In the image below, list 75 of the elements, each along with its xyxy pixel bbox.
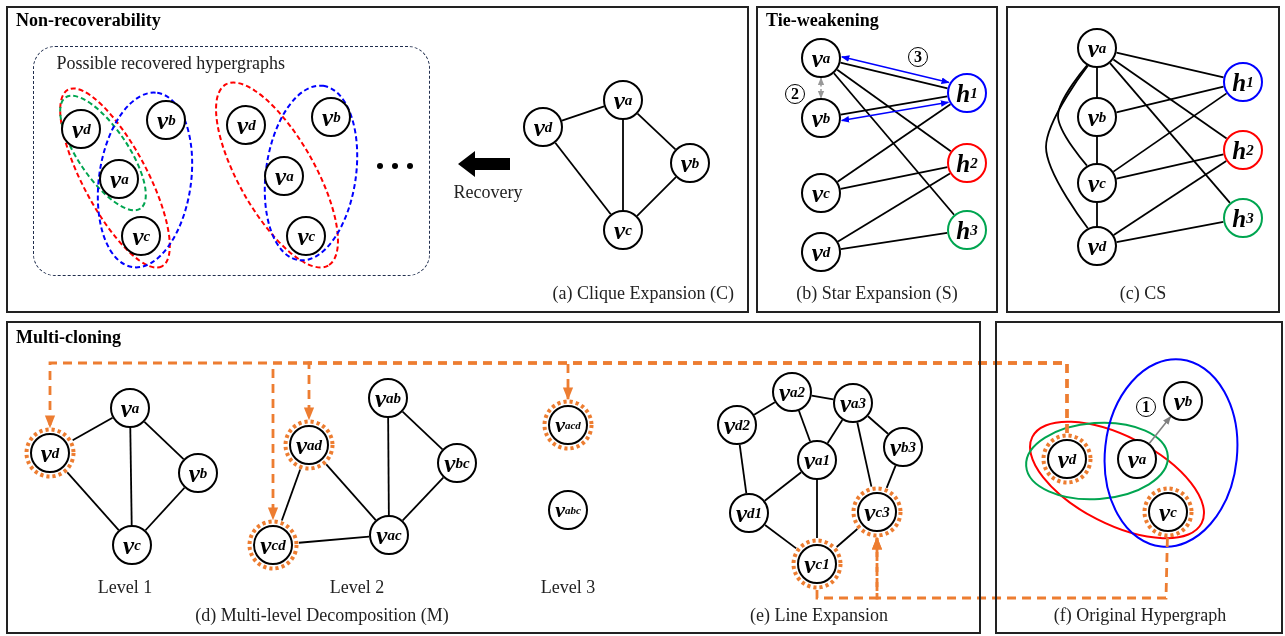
connector-line <box>836 103 952 183</box>
connector-line <box>1109 62 1231 204</box>
panel-caption: (f) Original Hypergraph <box>1053 606 1227 626</box>
arrow <box>840 100 950 123</box>
panel <box>1006 6 1280 313</box>
panel-caption: (a) Clique Expansion (C) <box>552 284 734 304</box>
group-title: Possible recovered hypergraphs <box>56 54 285 75</box>
connector-line <box>856 421 873 488</box>
arrow <box>1148 415 1172 445</box>
connector-line <box>66 471 120 531</box>
connector-line <box>764 524 798 550</box>
panel-caption: (b) Star Expansion (S) <box>796 284 958 304</box>
connector-line <box>1115 220 1225 244</box>
connector-line <box>144 486 186 532</box>
connector-line <box>298 535 370 544</box>
connector-line <box>561 105 605 122</box>
arrow <box>562 361 1069 433</box>
connector-line <box>1096 202 1098 227</box>
connector-line <box>401 476 445 522</box>
panel-caption: (c) CS <box>1119 284 1167 304</box>
text-label: Level 1 <box>97 578 153 598</box>
connector-line <box>325 463 377 521</box>
connector-line <box>836 68 952 153</box>
connector-line <box>1096 67 1098 98</box>
connector-line <box>816 479 818 539</box>
connector-line <box>826 419 844 444</box>
connector-line <box>1045 64 1089 230</box>
connector-line <box>839 95 949 116</box>
connector-line <box>71 416 114 442</box>
connector-line <box>387 417 390 516</box>
connector-line <box>554 141 612 216</box>
connector-line <box>867 415 889 435</box>
connector-line <box>1112 58 1228 140</box>
arrow <box>815 536 883 600</box>
panel-title: Non-recoverability <box>16 11 161 31</box>
connector-line <box>839 61 949 90</box>
panel <box>995 321 1283 634</box>
connector-line <box>798 409 811 443</box>
connector-line <box>1096 136 1098 164</box>
panel-caption: (d) Multi-level Decomposition (M) <box>195 606 449 626</box>
connector-line <box>839 166 949 190</box>
connector-line <box>1057 64 1088 167</box>
panel-title: Multi-cloning <box>16 328 121 348</box>
dashed-group-box <box>33 46 430 276</box>
connector-line <box>622 119 624 211</box>
text-label: Recovery <box>453 183 523 203</box>
connector-line <box>1112 160 1228 236</box>
connector-line <box>401 410 444 451</box>
text-label: Level 3 <box>540 578 596 598</box>
panel-title: Tie-weakening <box>766 11 879 31</box>
connector-line <box>1115 85 1225 114</box>
connector-line <box>636 112 677 151</box>
connector-line <box>738 443 748 495</box>
connector-line <box>885 464 897 489</box>
connector-line <box>1115 51 1225 79</box>
connector-line <box>280 468 302 522</box>
connector-line <box>1115 153 1225 180</box>
arrow <box>817 77 825 99</box>
text-label: Level 2 <box>329 578 385 598</box>
panel <box>6 6 749 313</box>
connector-line <box>1112 92 1228 173</box>
connector-line <box>839 232 949 250</box>
arrow <box>841 55 950 84</box>
connector-line <box>835 528 859 548</box>
connector-line <box>753 401 776 416</box>
connector-line <box>129 427 133 526</box>
connector-line <box>810 394 835 401</box>
connector-line <box>837 172 951 243</box>
connector-line <box>763 471 803 502</box>
panel-caption: (e) Line Expansion <box>750 606 888 626</box>
panel <box>6 321 981 634</box>
connector-line <box>833 72 955 216</box>
panel <box>756 6 998 313</box>
connector-line <box>143 420 185 461</box>
connector-line <box>636 176 677 217</box>
